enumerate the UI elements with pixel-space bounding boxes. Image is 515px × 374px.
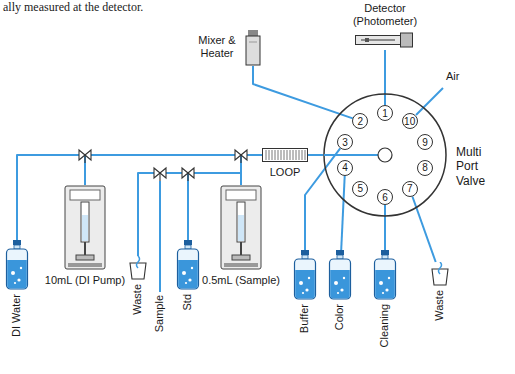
reagent-bottle: DI Water [5, 240, 29, 290]
shape-outline [64, 185, 106, 272]
valve-port: 10 [402, 113, 418, 129]
valve-port: 8 [417, 160, 433, 176]
multi-port-valve: Multi Port Valve12345678910 [323, 93, 447, 217]
shape-outline [244, 30, 262, 68]
reagent-bottle: Cleaning [373, 250, 397, 300]
shape-outline [220, 185, 262, 272]
valve-port: 9 [417, 134, 433, 150]
shape-outline [355, 32, 415, 50]
fluid-tube [241, 155, 262, 185]
waste-beaker: Waste [430, 262, 450, 286]
bottle-label: Std [181, 294, 194, 311]
shape-outline [128, 256, 148, 282]
valve-port: 6 [377, 189, 393, 205]
fluid-tube [341, 176, 345, 250]
detector-label: Detector (Photometer) [345, 2, 425, 28]
bottle-label: Waste [433, 290, 446, 321]
bottle-label: Waste [131, 284, 144, 315]
valve-port: 3 [337, 134, 353, 150]
reagent-bottle: Buffer [293, 250, 317, 300]
valve-port: 4 [337, 160, 353, 176]
port-number: 8 [422, 162, 428, 173]
valve-port: 1 [377, 105, 393, 121]
shape-outline [5, 240, 29, 292]
shape-outline [176, 240, 200, 292]
three-way-valve [182, 168, 194, 181]
bottle-label: Cleaning [378, 304, 391, 347]
pump-label: 10mL (DI Pump) [45, 274, 125, 287]
port-number: 9 [422, 137, 428, 148]
port-number: 4 [342, 162, 348, 173]
bottle-label: Color [333, 304, 346, 330]
mixer-heater: Mixer & Heater [244, 30, 262, 66]
valve-label: Multi Port Valve [456, 145, 500, 188]
fluid-tube [253, 66, 353, 118]
waste-beaker: Waste [128, 256, 148, 280]
caption-fragment: ally measured at the detector. [3, 0, 143, 14]
port-number: 5 [358, 183, 364, 194]
sample-loop: LOOP [262, 148, 308, 162]
port-number: 2 [358, 116, 364, 127]
fluid-tube [308, 154, 323, 156]
port-number: 6 [382, 192, 388, 203]
shape-outline [293, 250, 317, 302]
pump-label: 0.5mL (Sample) [202, 274, 280, 287]
three-way-valve [154, 168, 166, 181]
fluid-tube [384, 205, 386, 250]
three-way-valve [235, 150, 247, 163]
reagent-bottle: Color [328, 250, 352, 300]
valve-port: 2 [352, 113, 368, 129]
port-number: 3 [342, 137, 348, 148]
port-label: Air [446, 70, 459, 83]
fluid-tube [384, 50, 386, 105]
port-number: 7 [407, 183, 413, 194]
loop-coil [262, 148, 308, 162]
valve-port: 5 [352, 181, 368, 197]
bottle-label: DI Water [10, 294, 23, 337]
reagent-bottle: Std [176, 240, 200, 290]
sample-tube [159, 181, 161, 292]
valve-port: 7 [402, 181, 418, 197]
syringe-pump: 0.5mL (Sample) [220, 185, 262, 270]
air-tube [416, 88, 443, 115]
loop-label: LOOP [270, 166, 301, 179]
photometer: Detector (Photometer) [345, 2, 425, 50]
fluid-tube [305, 148, 340, 250]
bottle-label: Buffer [298, 304, 311, 333]
shape-outline [430, 262, 450, 288]
fluid-tube [412, 197, 435, 263]
tube-label: Sample [153, 295, 166, 332]
port-number: 1 [382, 108, 388, 119]
syringe-pump: 10mL (DI Pump) [64, 185, 106, 270]
three-way-valve [79, 150, 91, 163]
mixer-label: Mixer & Heater [194, 34, 240, 60]
shape-outline [328, 250, 352, 302]
port-number: 10 [404, 116, 415, 127]
shape-outline [373, 250, 397, 302]
